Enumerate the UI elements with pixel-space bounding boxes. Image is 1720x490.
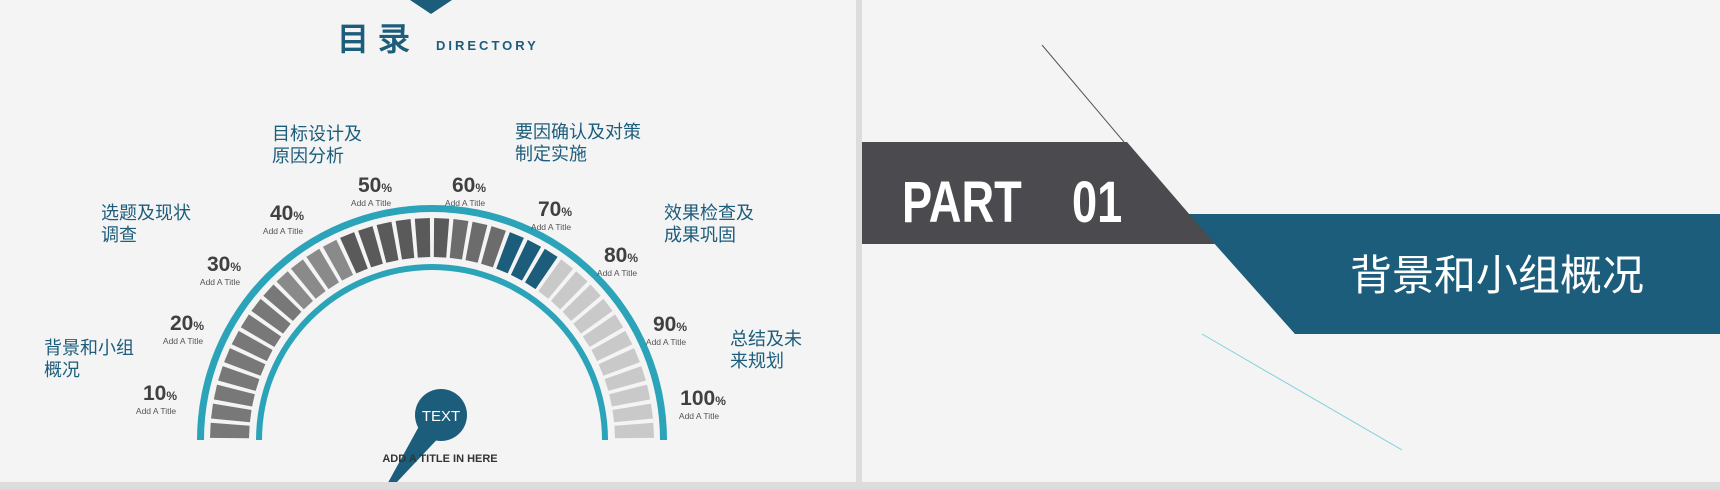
topic-label: 概况 <box>44 360 80 381</box>
topic-label: 成果巩固 <box>664 225 736 246</box>
tick-subtitle: Add A Title <box>679 411 719 421</box>
topic-label: 背景和小组 <box>44 338 134 359</box>
gauge-segment <box>510 239 542 281</box>
gauge-segment <box>496 232 524 274</box>
gauge-segment <box>538 259 574 299</box>
gauge-segment <box>582 314 624 347</box>
topic-label: 要因确认及对策 <box>515 122 641 143</box>
topic-label: 效果检查及 <box>664 203 754 224</box>
diagonal-line-top <box>1041 44 1125 143</box>
gauge-segment <box>465 221 488 263</box>
tick-value: 60% <box>452 174 486 197</box>
topic-label: 目标设计及 <box>272 124 362 145</box>
gauge-segment <box>612 403 653 423</box>
gauge-caption: ADD A TITLE IN HERE <box>382 453 497 465</box>
tick-value: 20% <box>170 312 204 335</box>
gauge-segment <box>449 219 469 260</box>
gauge-segment <box>251 298 291 334</box>
part-band <box>862 142 1215 244</box>
tick-subtitle: Add A Title <box>646 337 686 347</box>
section-slide: PART 01 背景和小组概况 <box>862 0 1720 482</box>
tick-subtitle: Add A Title <box>351 198 391 208</box>
gauge-segment <box>414 218 431 258</box>
tick-value: 90% <box>653 313 687 336</box>
topic-label: 选题及现状 <box>101 203 191 224</box>
gauge-segment <box>322 239 354 281</box>
gauge-segment <box>614 422 654 439</box>
section-title: 背景和小组概况 <box>1350 251 1644 300</box>
tick-subtitle: Add A Title <box>263 226 303 236</box>
section-graphic: PART 01 背景和小组概况 <box>862 44 1720 451</box>
gauge-segment <box>598 348 640 376</box>
gauge-segment <box>213 384 255 407</box>
gauge-center <box>262 270 602 440</box>
gauge-segment <box>358 226 383 268</box>
tick-value: 30% <box>207 253 241 276</box>
diagonal-line-bottom <box>1201 333 1403 451</box>
gauge-segment <box>340 232 368 274</box>
tick-subtitle: Add A Title <box>163 336 203 346</box>
gauge-center-label: TEXT <box>422 408 460 425</box>
gauge-segment <box>591 330 633 362</box>
tick-value: 10% <box>143 382 177 405</box>
tick-subtitle: Add A Title <box>200 277 240 287</box>
gauge-segment <box>395 219 415 260</box>
gauge-segment <box>224 348 266 376</box>
chevron-down-icon <box>410 0 452 14</box>
tick-value: 100% <box>680 387 726 410</box>
tick-subtitle: Add A Title <box>136 406 176 416</box>
tick-value: 50% <box>358 174 392 197</box>
topic-label: 调查 <box>101 225 137 246</box>
directory-slide: 目 录 DIRECTORY TEXT ADD A TITLE IN HERE 1… <box>0 0 856 482</box>
gauge-segment <box>573 298 613 334</box>
tick-subtitle: Add A Title <box>445 198 485 208</box>
title-band <box>1188 214 1720 334</box>
tick-value: 70% <box>538 198 572 221</box>
gauge-segment <box>481 226 506 268</box>
page-subtitle: DIRECTORY <box>436 38 539 53</box>
gauge-segment <box>218 366 260 391</box>
gauge-segment <box>306 248 339 290</box>
tick-value: 80% <box>604 244 638 267</box>
gauge-segment <box>210 422 250 439</box>
gauge-segment <box>604 366 646 391</box>
page-title: 目 录 <box>337 21 410 57</box>
topic-label: 来规划 <box>730 351 784 372</box>
gauge-segment <box>551 271 588 310</box>
gauge-segment <box>231 330 273 362</box>
tick-subtitle: Add A Title <box>597 268 637 278</box>
gauge-segment <box>240 314 282 347</box>
gauge-segment <box>433 218 450 258</box>
part-number: 01 <box>1072 171 1122 236</box>
gauge-segment <box>211 403 252 423</box>
gauge-segments <box>210 218 654 439</box>
topic-label: 原因分析 <box>272 146 344 167</box>
tick-value: 40% <box>270 202 304 225</box>
gauge-segment <box>525 248 558 290</box>
topic-label: 制定实施 <box>515 144 587 165</box>
part-label: PART <box>902 171 1022 236</box>
gauge-segment <box>609 384 651 407</box>
gauge-segment <box>290 259 326 299</box>
directory-graphic: 目 录 DIRECTORY TEXT ADD A TITLE IN HERE 1… <box>44 0 802 482</box>
gauge-segment <box>263 284 302 321</box>
gauge-segment <box>376 221 399 263</box>
gauge-segment <box>276 271 313 310</box>
tick-subtitle: Add A Title <box>531 222 571 232</box>
topic-label: 总结及未 <box>730 329 802 350</box>
gauge-hub <box>415 389 467 441</box>
gauge-segment <box>562 284 601 321</box>
